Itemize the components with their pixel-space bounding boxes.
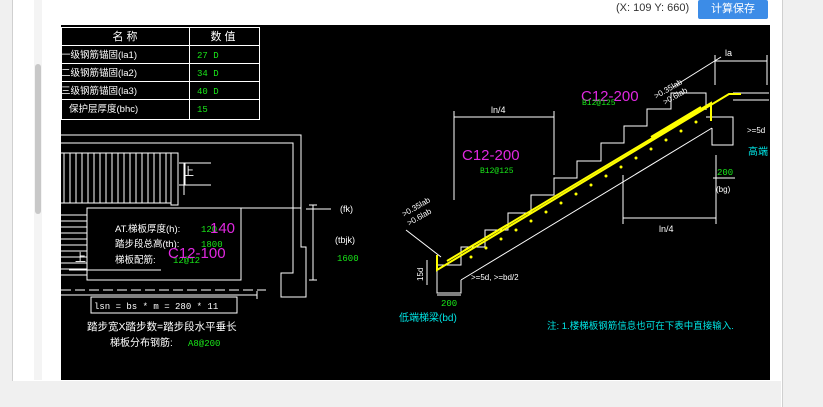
param-table — [61, 27, 260, 120]
bottom-strip — [12, 381, 781, 407]
param-row-value[interactable]: 15 — [197, 105, 208, 115]
height-value[interactable]: 1800 — [201, 240, 223, 250]
param-row-value[interactable]: 34 D — [197, 69, 219, 79]
stair-section-view — [405, 55, 769, 296]
thickness-overlay: 140 — [210, 220, 235, 237]
dim-200-bottom[interactable]: 200 — [441, 299, 457, 309]
low-beam-label: 低端梯梁(bd) — [399, 311, 457, 324]
param-row-name: 保护层厚度(bhc) — [69, 103, 138, 115]
section-rebars — [436, 93, 741, 272]
fk-label: (fk) — [340, 204, 353, 214]
tbjk-label: (tbjk) — [335, 235, 355, 245]
height-label: 踏步段总高(th): — [115, 238, 179, 250]
dist-label: 梯板分布钢筋: — [110, 336, 173, 349]
scrollbar-thumb[interactable] — [35, 64, 41, 214]
mid-rebar-overlay: C12-200 — [462, 147, 520, 164]
dist-value[interactable]: A8@200 — [188, 339, 220, 349]
dim-200-right[interactable]: 200 — [717, 168, 733, 178]
five-d-right-label: >=5d — [747, 126, 765, 135]
step-caption: 踏步宽X踏步数=踏步段水平垂长 — [87, 320, 237, 333]
ln4-left-label: ln/4 — [491, 105, 506, 115]
rebar-overlay: C12-100 — [168, 245, 226, 262]
high-beam-label: 高端 — [748, 145, 768, 158]
la-label: la — [725, 48, 732, 58]
up-mark: 上 — [183, 165, 194, 178]
top-rebar-label[interactable]: B12@125 — [582, 99, 616, 108]
param-col-name: 名 称 — [112, 29, 137, 43]
top-rebar-overlay: C12-200 — [581, 88, 639, 105]
param-row-value[interactable]: 40 D — [197, 87, 219, 97]
param-row-name: 一级钢筋锚固(la1) — [61, 49, 137, 61]
calc-save-button[interactable]: 计算保存 — [698, 0, 768, 19]
thickness-label: AT.梯板厚度(h): — [115, 223, 180, 235]
stair-plan-view — [61, 134, 331, 314]
param-row-name: 三级钢筋锚固(la3) — [61, 85, 137, 97]
rebar-label: 梯板配筋: — [115, 254, 156, 266]
mid-rebar-label[interactable]: B12@125 — [480, 167, 514, 176]
five-d-bottom-label: >=5d, >=bd/2 — [471, 273, 519, 282]
note-text: 注: 1.楼梯板钢筋信息也可在下表中直接输入. — [547, 320, 734, 332]
up-mark: 上 — [75, 251, 86, 264]
fifteen-d-label: 15d — [416, 268, 425, 281]
stair-drawing-canvas[interactable]: 名 称 数 值 一级钢筋锚固(la1) 27 D 二级钢筋锚固(la2) 34 … — [61, 25, 770, 380]
param-row-value[interactable]: 27 D — [197, 51, 219, 61]
lsn-formula-label: lsn = bs * m = 280 * 11 — [94, 302, 218, 312]
ln4-right-label: ln/4 — [659, 224, 674, 234]
param-row-name: 二级钢筋锚固(la2) — [61, 67, 137, 79]
cursor-coordinates: (X: 109 Y: 660) — [616, 2, 690, 14]
rebar-value[interactable]: 12@12 — [173, 256, 200, 266]
tbjk-value[interactable]: 1600 — [337, 254, 359, 264]
param-col-value: 数 值 — [210, 30, 235, 43]
bg-label: (bg) — [716, 185, 731, 194]
thickness-value[interactable]: 120 — [201, 225, 217, 235]
rebar-dots — [469, 120, 698, 259]
